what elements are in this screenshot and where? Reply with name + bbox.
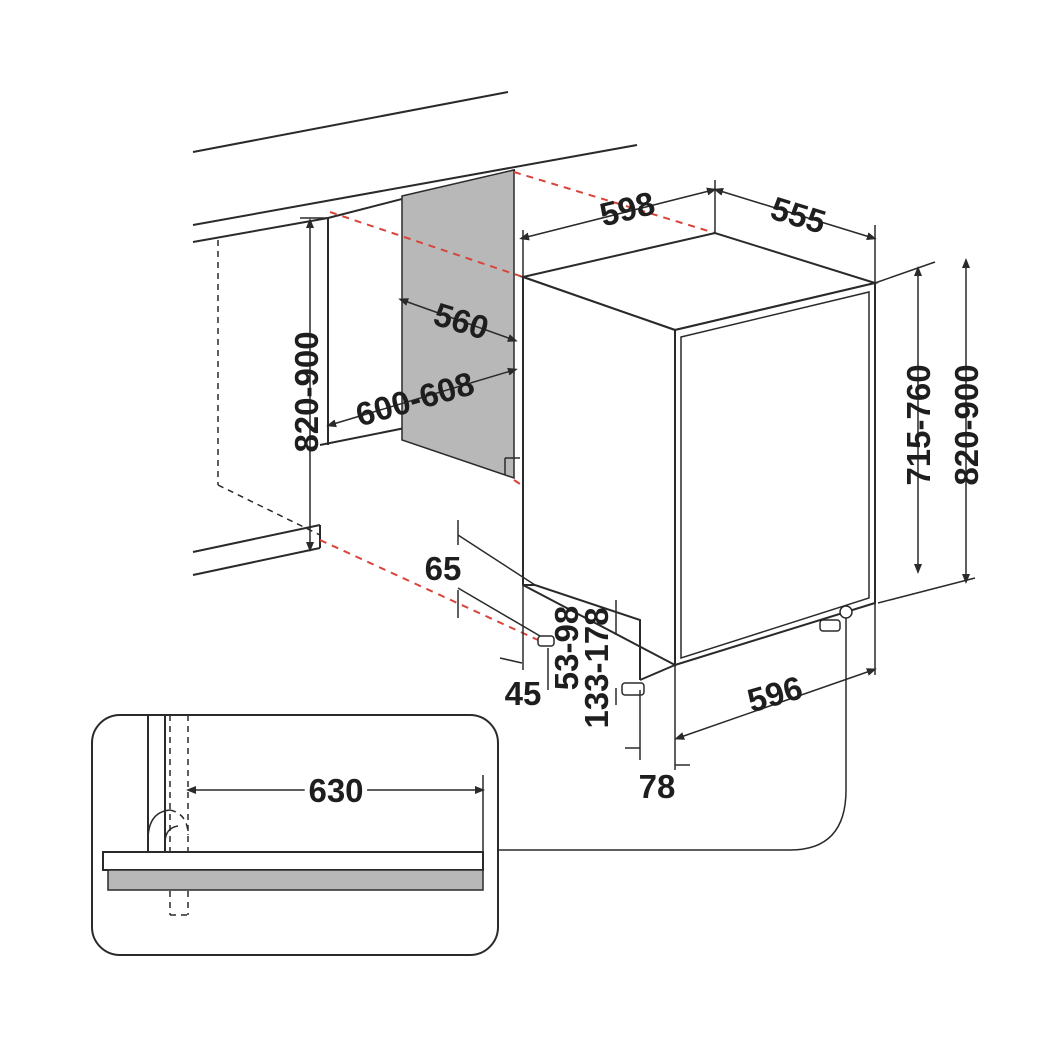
dimension-lines	[300, 180, 976, 770]
dim-plinth-bottom: 45	[505, 675, 542, 712]
dim-plinth-range: 133-178	[578, 607, 615, 728]
dim-plinth-top: 65	[425, 550, 462, 587]
hinge-detail-box	[91, 714, 499, 956]
dim-total-height: 820-900	[948, 364, 985, 485]
hinge-circle	[839, 605, 853, 619]
kitchen-niche	[192, 91, 638, 576]
detail-callout-line	[498, 618, 847, 851]
dim-door-width: 596	[743, 669, 806, 720]
dim-unit-width: 598	[596, 184, 658, 233]
dim-foot-range: 53-98	[548, 606, 585, 690]
dim-detail-clearance: 630	[308, 772, 363, 809]
detail-door-panel	[107, 869, 484, 891]
dim-niche-height: 820-900	[288, 331, 325, 452]
dim-door-height: 715-760	[900, 364, 937, 485]
dim-door-offset: 78	[639, 768, 676, 805]
dim-unit-depth: 555	[767, 189, 830, 240]
dishwasher-body	[519, 231, 879, 696]
